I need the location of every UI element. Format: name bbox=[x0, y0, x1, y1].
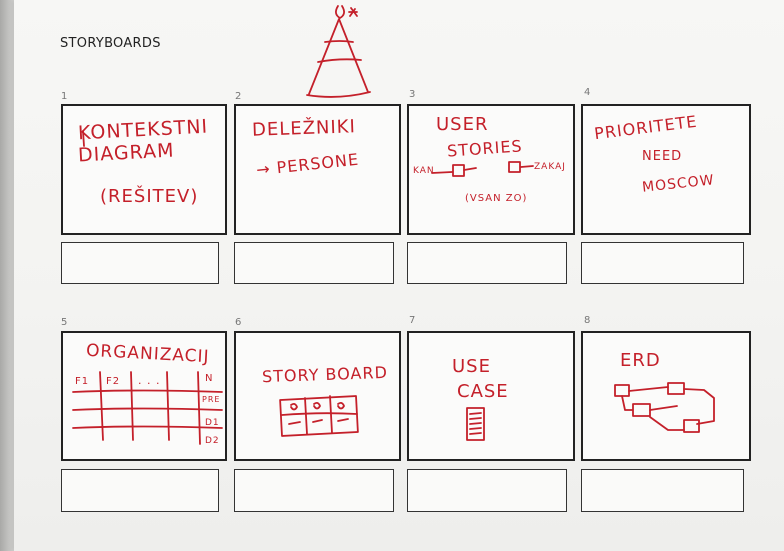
panel-5-col-f2: F2 bbox=[106, 376, 121, 387]
panel-8-caption-box bbox=[581, 469, 744, 512]
photo-edge-shadow bbox=[0, 0, 14, 551]
panel-5-row-d1: D1 bbox=[205, 418, 220, 428]
panel-4-number: 4 bbox=[584, 87, 591, 98]
panel-5-caption-box bbox=[61, 469, 219, 512]
panel-4-caption-box bbox=[581, 242, 744, 284]
panel-3-line-4: ZAKAJ bbox=[534, 162, 566, 172]
panel-7-frame bbox=[407, 331, 575, 461]
panel-2-line-1: DELEŽNIKI bbox=[251, 116, 357, 141]
panel-3-line-5: (VSAN ZO) bbox=[465, 193, 528, 204]
panel-4-frame bbox=[581, 104, 751, 235]
panel-5-col-n: N bbox=[205, 373, 214, 384]
panel-5-col-f1: F1 bbox=[75, 376, 90, 387]
panel-2-caption-box bbox=[234, 242, 394, 284]
panel-6-number: 6 bbox=[235, 317, 242, 328]
panel-3-line-1: USER bbox=[436, 114, 489, 135]
panel-8-line-1: ERD bbox=[620, 350, 661, 371]
panel-1-number: 1 bbox=[61, 91, 68, 102]
panel-6-frame bbox=[234, 331, 401, 461]
panel-7-line-1: USE bbox=[452, 356, 491, 377]
panel-2-number: 2 bbox=[235, 91, 242, 102]
panel-3-line-3: KAN bbox=[413, 166, 435, 176]
panel-7-line-2: CASE bbox=[457, 381, 509, 402]
panel-8-number: 8 bbox=[584, 315, 591, 326]
panel-3-frame bbox=[407, 104, 575, 235]
panel-2-frame bbox=[234, 104, 401, 235]
panel-8-frame bbox=[581, 331, 751, 461]
panel-1-caption-box bbox=[61, 242, 219, 284]
panel-5-col-dots: . . . bbox=[138, 374, 161, 387]
panel-3-number: 3 bbox=[409, 89, 416, 100]
panel-5-row-pre: PRE bbox=[202, 395, 221, 404]
panel-5-row-d2: D2 bbox=[205, 436, 220, 446]
panel-5-number: 5 bbox=[61, 317, 68, 328]
panel-6-caption-box bbox=[234, 469, 394, 512]
sheet-title: STORYBOARDS bbox=[60, 36, 161, 51]
panel-4-line-2: NEED bbox=[642, 149, 683, 164]
panel-7-caption-box bbox=[407, 469, 567, 512]
panel-3-caption-box bbox=[407, 242, 567, 284]
panel-1-frame bbox=[61, 104, 227, 235]
panel-1-line-3: (REŠITEV) bbox=[100, 186, 199, 207]
panel-7-number: 7 bbox=[409, 315, 416, 326]
